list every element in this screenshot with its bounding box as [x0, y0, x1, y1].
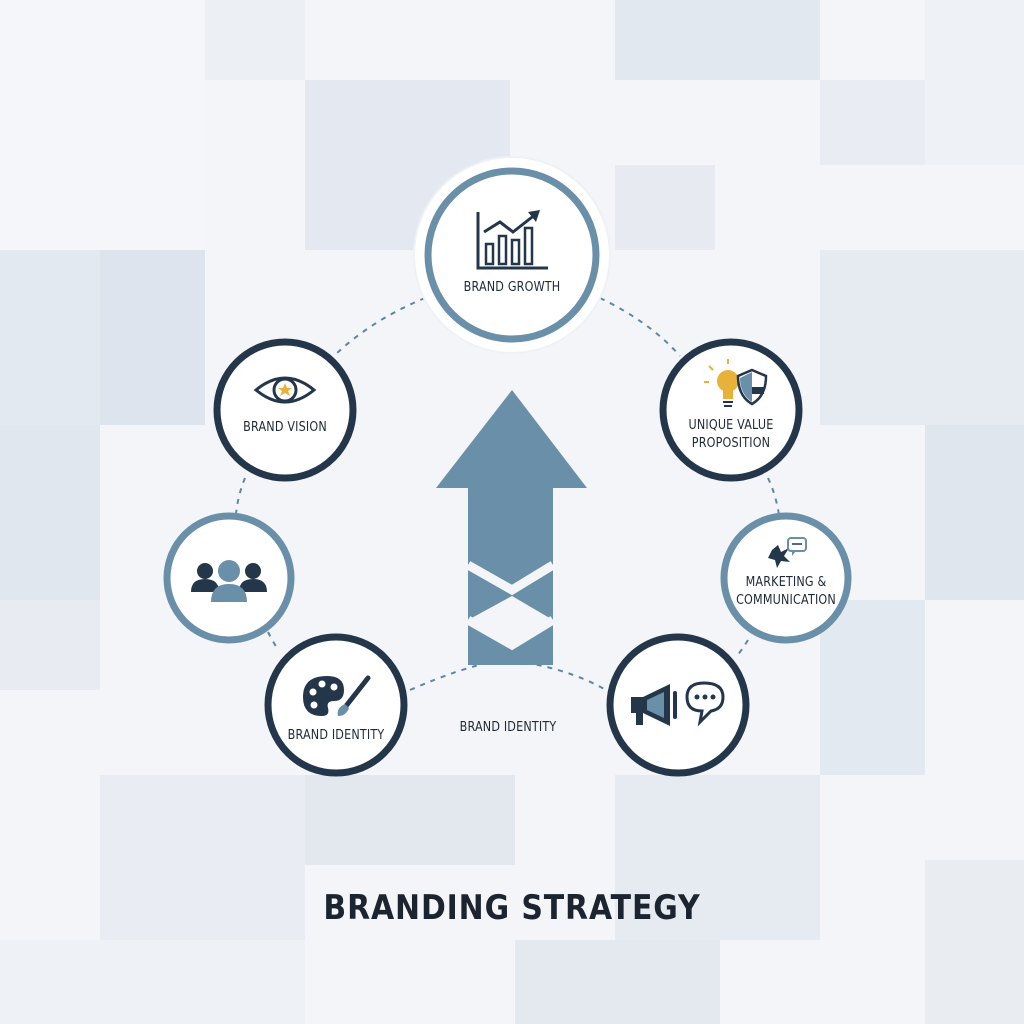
center-brand-identity-label: BRAND IDENTITY: [459, 720, 557, 735]
broadcast-chat-icon: [768, 537, 807, 568]
node-brand-vision: [213, 338, 357, 482]
brand-identity-label: BRAND IDENTITY: [287, 728, 385, 743]
node-megaphone: [606, 633, 750, 777]
lightbulb-shield-icon: [704, 359, 768, 407]
brand-vision-label: BRAND VISION: [243, 420, 327, 435]
node-unique-value-proposition: [659, 338, 803, 482]
node-brand-growth: [413, 156, 611, 354]
uvp-label-line2: PROPOSITION: [691, 436, 771, 451]
marketing-label-line1: MARKETING &: [745, 575, 827, 590]
marketing-label-line2: COMMUNICATION: [736, 593, 836, 608]
node-brand-identity: [264, 633, 408, 777]
dashed-connector-ring: [235, 297, 780, 691]
palette-brush-icon: [303, 675, 371, 716]
growth-arrow: [436, 390, 587, 665]
eye-star-icon: [253, 376, 317, 404]
people-group-icon: [191, 560, 267, 602]
megaphone-chat-icon: [631, 681, 725, 727]
node-audience: [163, 512, 295, 644]
growth-chart-icon: [476, 210, 548, 270]
uvp-label-line1: UNIQUE VALUE: [688, 418, 774, 433]
page-title: BRANDING STRATEGY: [323, 888, 701, 928]
brand-growth-label: BRAND GROWTH: [463, 280, 561, 295]
node-marketing-communication: [720, 512, 852, 644]
